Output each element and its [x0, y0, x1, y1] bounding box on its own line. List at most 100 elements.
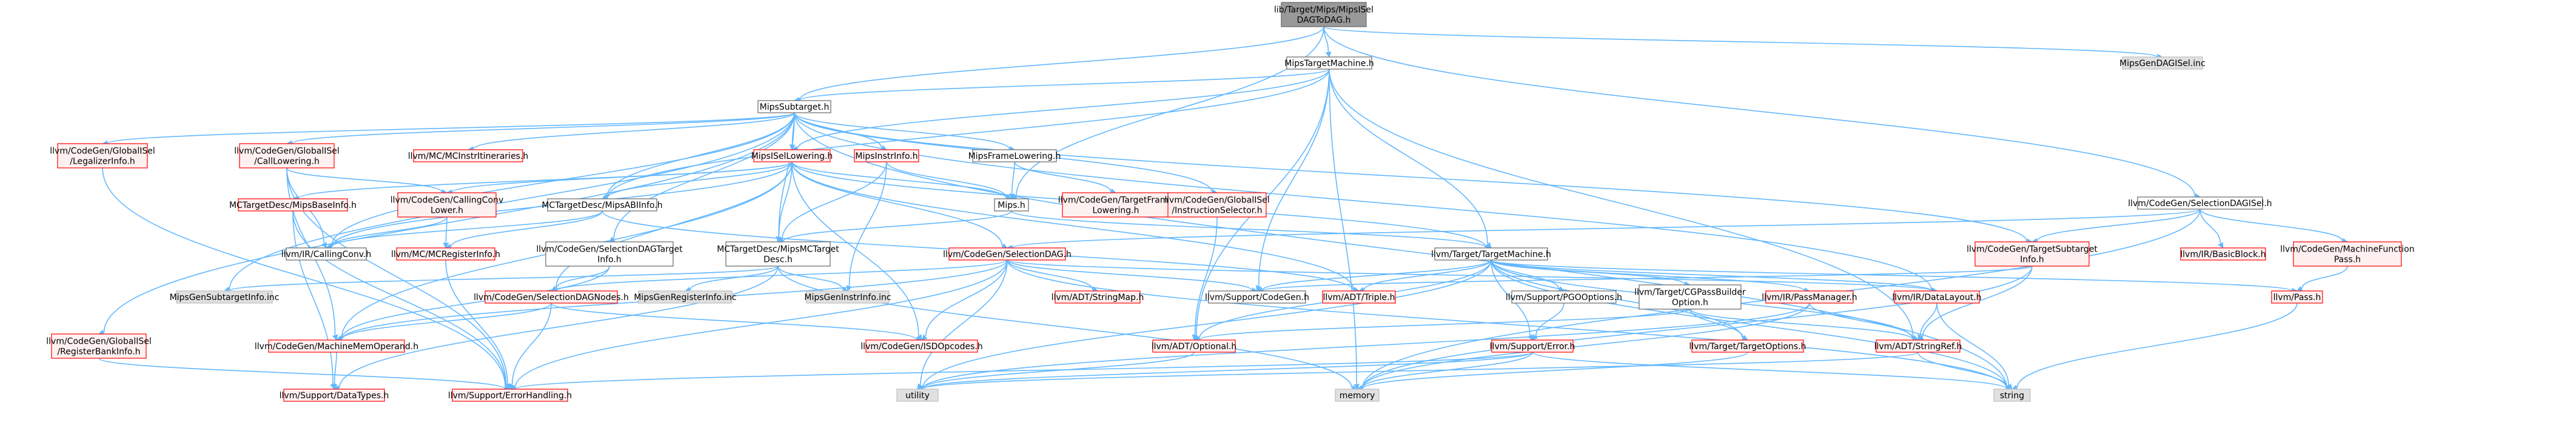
edge-root-to-genDAGISel — [1323, 26, 2158, 58]
node-cgDAGISel[interactable]: llvm/CodeGen/SelectionDAGISel.h — [2128, 196, 2272, 210]
node-callLowering[interactable]: llvm/CodeGen/GlobalISel/CallLowering.h — [234, 143, 340, 169]
edge-mcTargetDesc-to-dataTypes — [338, 265, 779, 388]
node-isdOpcodes[interactable]: llvm/CodeGen/ISDOpcodes.h — [860, 339, 983, 353]
edge-selectionDAG-to-string — [1007, 259, 2007, 389]
node-box — [413, 149, 523, 162]
edge-root-to-subtarget — [799, 26, 1324, 101]
node-mipsTM[interactable]: MipsTargetMachine.h — [1284, 56, 1374, 70]
node-label-line: lib/Target/Mips/MipsISel — [1274, 5, 1374, 15]
node-label-line: Option.h — [1672, 298, 1708, 308]
node-registerBankInfo[interactable]: llvm/CodeGen/GlobalISel/RegisterBankInfo… — [46, 333, 152, 359]
node-box — [757, 100, 831, 113]
node-mcInstrItin[interactable]: llvm/MC/MCInstrItineraries.h — [408, 149, 529, 162]
node-passH[interactable]: llvm/Pass.h — [2271, 290, 2323, 304]
node-triple[interactable]: llvm/ADT/Triple.h — [1322, 290, 1396, 304]
edge-cgDAGISel-to-basicBlock — [2199, 209, 2221, 244]
node-supportError[interactable]: llvm/Support/Error.h — [1490, 339, 1575, 353]
node-mipsH[interactable]: Mips.h — [994, 198, 1029, 212]
node-box — [1286, 56, 1372, 70]
edge-root-to-cgDAGISel — [1323, 26, 2195, 196]
edge-mipsTM-to-mipsISelLowering — [797, 68, 1330, 149]
node-mcRegisterInfo[interactable]: llvm/MC/MCRegisterInfo.h — [391, 247, 500, 261]
node-targetOptions[interactable]: llvm/Target/TargetOptions.h — [1689, 339, 1806, 353]
node-box — [854, 149, 919, 162]
edge-mipsInstrInfo-to-mcTargetDesc — [782, 161, 887, 239]
node-box — [2122, 56, 2203, 70]
node-label-line: llvm/ADT/Optional.h — [1152, 342, 1237, 352]
edge-machineMemOperand-to-dataTypes — [334, 352, 337, 384]
node-memory: memory — [1335, 389, 1380, 402]
node-label-line: Lower.h — [431, 206, 463, 216]
node-callingConv[interactable]: llvm/IR/CallingConv.h — [281, 247, 372, 261]
node-instrSelector[interactable]: llvm/CodeGen/GlobalISel/InstructionSelec… — [1164, 192, 1270, 218]
edge-selectionDAG-to-errorHandling — [514, 259, 1008, 388]
edge-mipsH-to-mcTargetDesc — [783, 210, 1012, 242]
node-box — [2180, 247, 2266, 261]
edge-mcTargetDescABIInfo-to-mcRegisterInfo — [451, 210, 603, 247]
node-box — [994, 198, 1029, 212]
node-box — [1894, 290, 1980, 304]
node-label-line: llvm/CodeGen/MachineMemOperand.h — [255, 342, 418, 352]
node-mipsFrameLowering[interactable]: MipsFrameLowering.h — [968, 149, 1061, 162]
node-label-line: llvm/Support/ErrorHandling.h — [448, 391, 572, 401]
node-stringMap[interactable]: llvm/ADT/StringMap.h — [1052, 290, 1144, 304]
node-mipsInstrInfo[interactable]: MipsInstrInfo.h — [854, 149, 919, 162]
node-basicBlock[interactable]: llvm/IR/BasicBlock.h — [2180, 247, 2266, 261]
node-box — [485, 290, 618, 304]
node-passManager[interactable]: llvm/IR/PassManager.h — [1762, 290, 1857, 304]
node-dataTypes[interactable]: llvm/Support/DataTypes.h — [280, 389, 389, 402]
edge-mipsISelLowering-to-isdOpcodes — [791, 161, 919, 336]
node-subtarget[interactable]: MipsSubtarget.h — [757, 100, 831, 113]
edge-mipsInstrInfo-to-mipsH — [886, 161, 1007, 198]
node-label-line: llvm/CodeGen/GlobalISel — [1164, 196, 1270, 205]
node-errorHandling[interactable]: llvm/Support/ErrorHandling.h — [448, 389, 572, 402]
edge-cgpBuilder-to-optional — [1199, 309, 1691, 341]
node-selectionDAGNodes[interactable]: llvm/CodeGen/SelectionDAGNodes.h — [474, 290, 629, 304]
edge-subtarget-to-targetSubtargetInfo — [794, 112, 2027, 242]
node-box — [283, 389, 385, 402]
node-machineMemOperand[interactable]: llvm/CodeGen/MachineMemOperand.h — [255, 339, 418, 353]
node-mcTargetDescABIInfo[interactable]: MCTargetDesc/MipsABIInfo.h — [542, 198, 663, 212]
edge-subtarget-to-string — [794, 112, 2007, 389]
node-genDAGISel: MipsGenDAGISel.inc — [2119, 56, 2205, 70]
node-pgoOptions[interactable]: llvm/Support/PGOOptions.h — [1506, 290, 1622, 304]
edge-instrSelector-to-optional — [1194, 216, 1218, 335]
edge-cgDAGISel-to-targetSubtargetInfo — [2037, 209, 2201, 241]
edge-supportError-to-utility — [922, 352, 1533, 390]
arrowhead-cgDAGISel-to-basicBlock — [2218, 242, 2224, 249]
edge-mipsTM-to-stringRef — [1329, 68, 1914, 338]
node-codeGen[interactable]: llvm/Support/CodeGen.h — [1205, 290, 1309, 304]
node-stringRef[interactable]: llvm/ADT/StringRef.h — [1874, 339, 1962, 353]
node-selectionDAG[interactable]: llvm/CodeGen/SelectionDAG.h — [943, 247, 1072, 261]
node-dataLayout[interactable]: llvm/IR/DataLayout.h — [1892, 290, 1982, 304]
node-genRegisterInfo: MipsGenRegisterInfo.inc — [634, 290, 737, 304]
node-optional[interactable]: llvm/ADT/Optional.h — [1152, 339, 1237, 353]
node-box — [2293, 241, 2402, 267]
edge-stringRef-to-string — [1917, 352, 2008, 387]
node-box — [239, 143, 335, 169]
edge-selectionDAG-to-selectionDAGNodes — [556, 259, 1008, 292]
node-mipsISelLowering[interactable]: MipsISelLowering.h — [751, 149, 833, 162]
node-targetTM[interactable]: llvm/Target/TargetMachine.h — [1431, 247, 1551, 261]
edge-subtarget-to-mcTargetDesc — [778, 112, 795, 237]
edge-subtarget-to-mcInstrItin — [473, 112, 795, 150]
node-box — [1993, 389, 2031, 402]
edge-mipsTM-to-memory — [1329, 68, 1357, 384]
edge-subtarget-to-mipsFrameLowering — [794, 112, 1010, 149]
edges-layer — [98, 26, 2349, 392]
edge-dataLayout-to-stringRef — [1920, 302, 1937, 336]
edge-targetTM-to-targetOptions — [1491, 259, 1743, 339]
node-label-line: MipsFrameLowering.h — [968, 152, 1061, 161]
node-box — [865, 339, 978, 353]
arrowhead-machineMemOperand-to-dataTypes — [331, 384, 338, 390]
node-legalizerInfo[interactable]: llvm/CodeGen/GlobalISel/LegalizerInfo.h — [50, 143, 155, 169]
node-mcTargetDescBaseInfo[interactable]: MCTargetDesc/MipsBaseInfo.h — [229, 198, 357, 212]
edge-registerBankInfo-to-errorHandling — [98, 358, 505, 390]
